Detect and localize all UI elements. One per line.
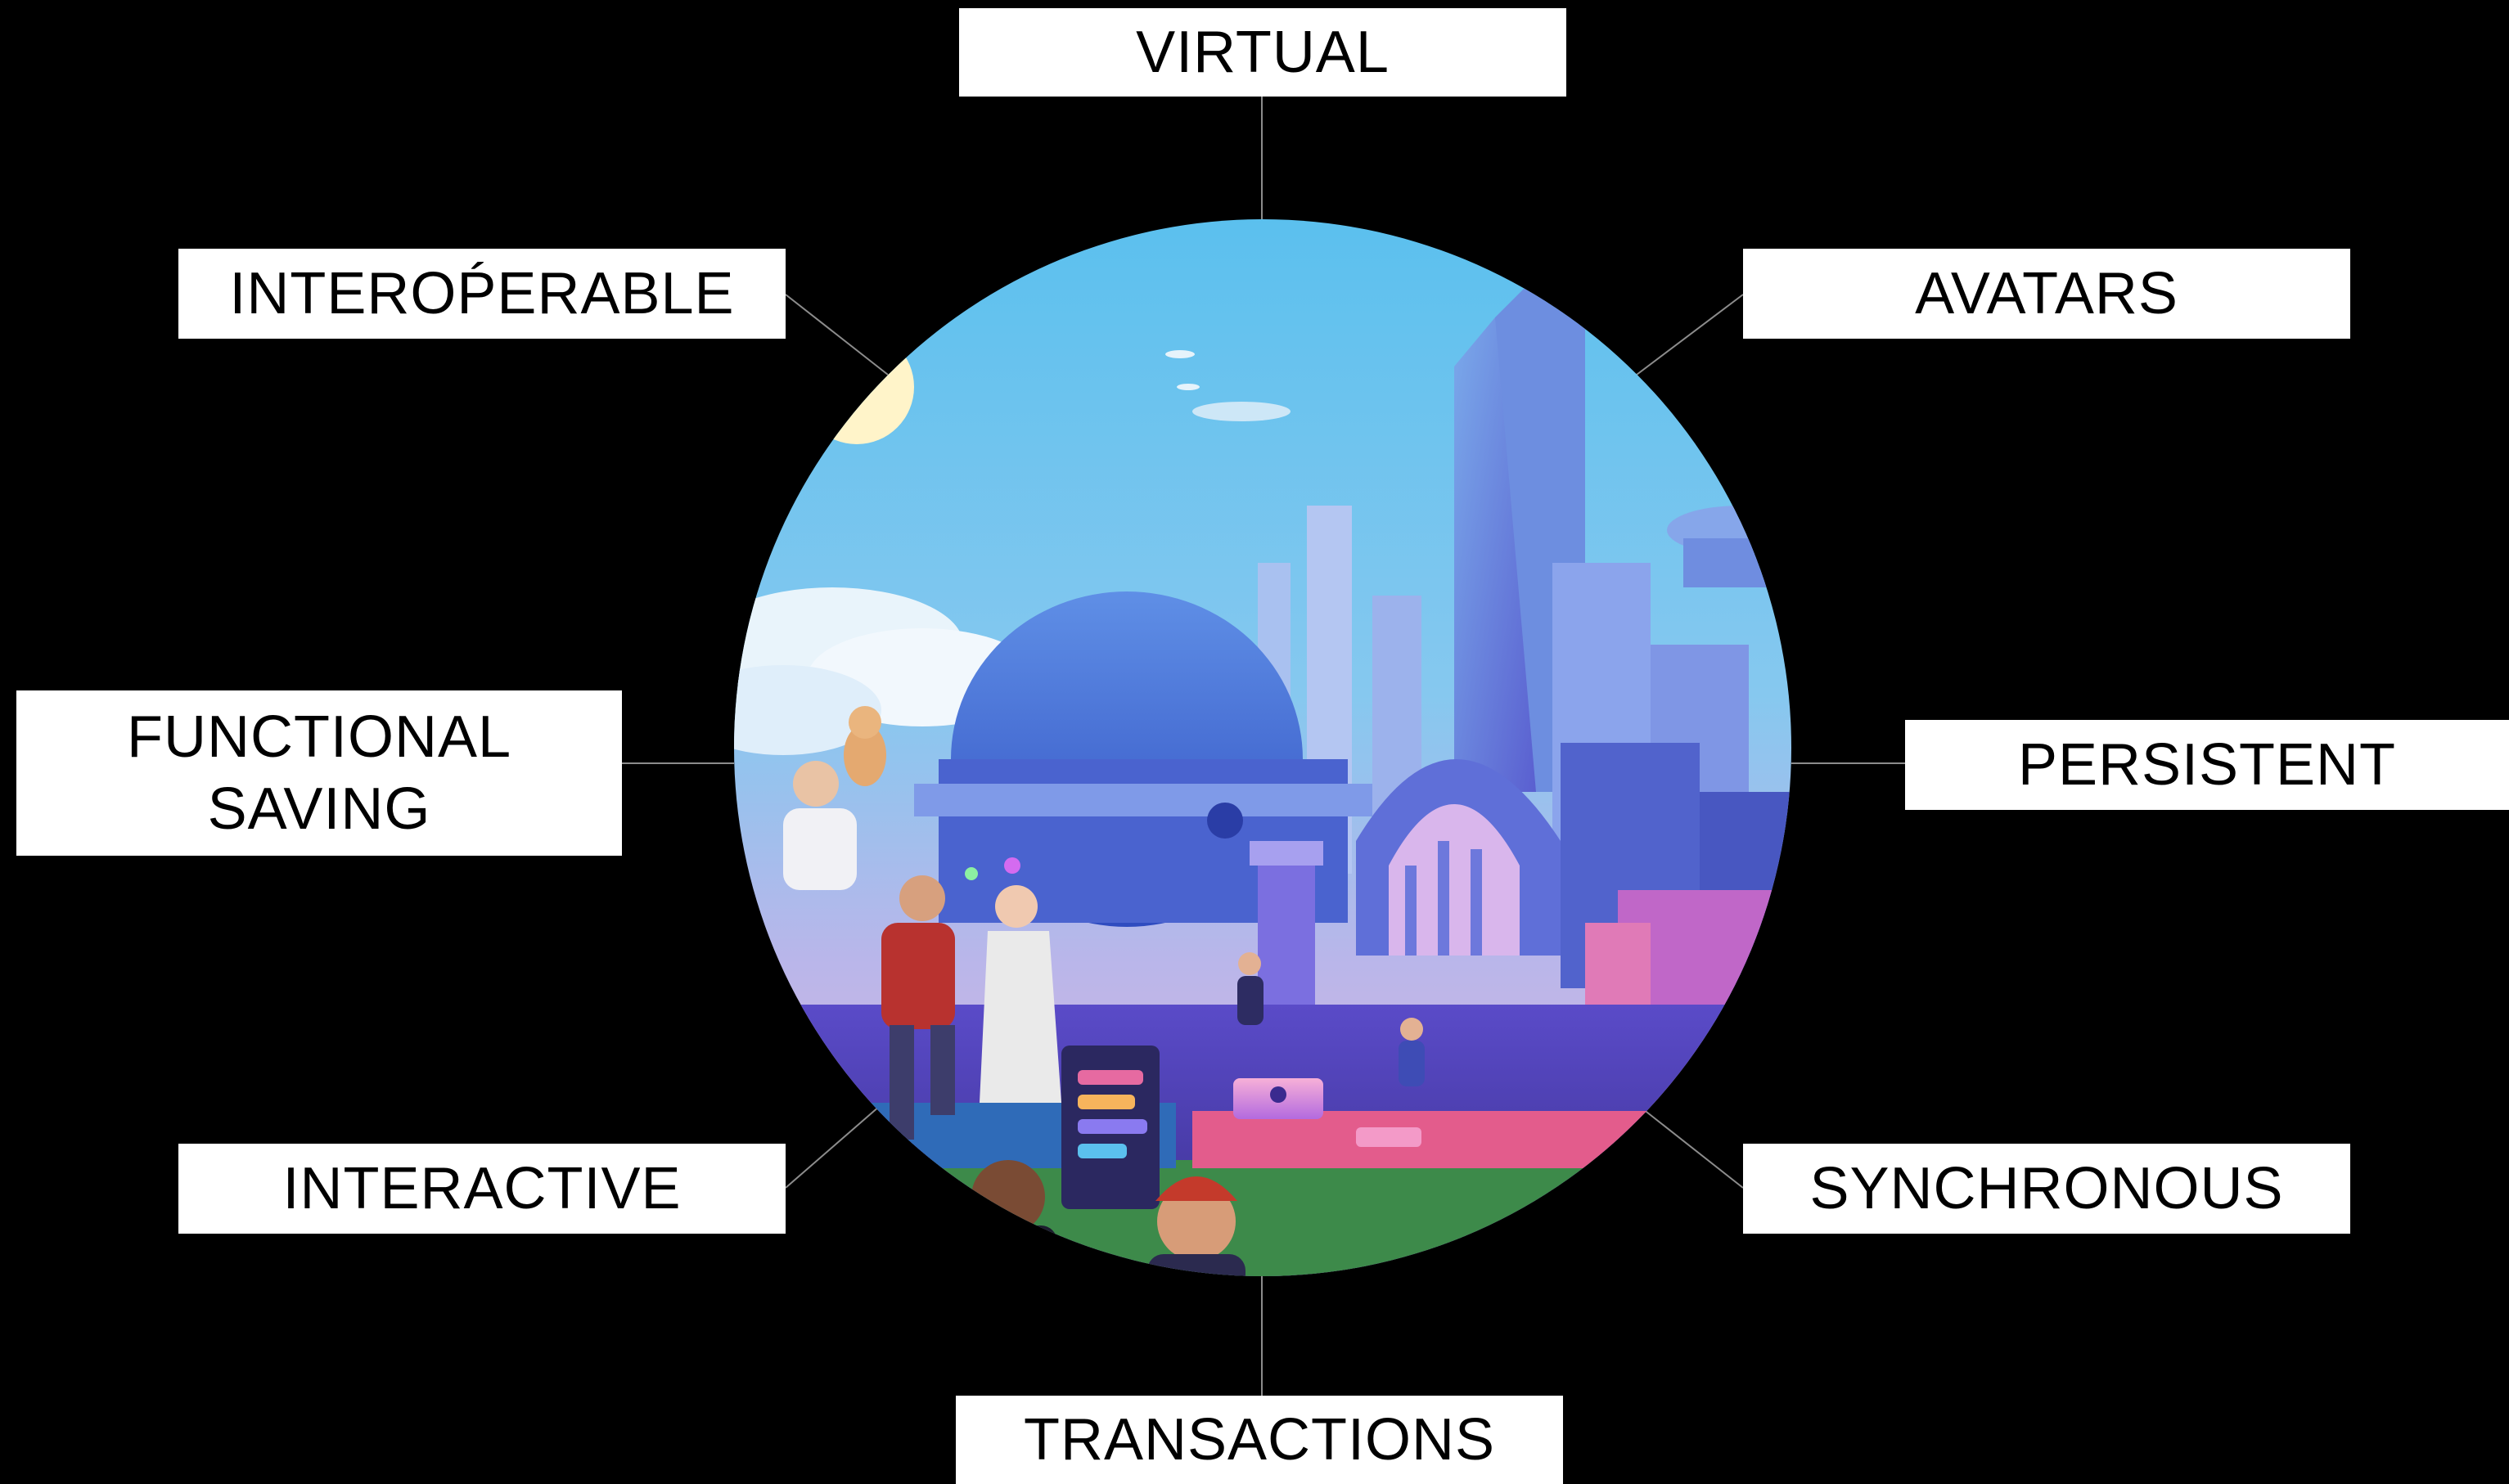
label-avatars-text: AVATARS: [1915, 261, 2178, 326]
label-synchronous: SYNCHRONOUS: [1743, 1144, 2350, 1234]
label-interactive: INTERACTIVE: [178, 1144, 786, 1234]
label-interactive-text: INTERACTIVE: [282, 1156, 682, 1221]
connector-avatars: [1636, 294, 1744, 375]
label-transactions-text: TRANSACTIONS: [1023, 1407, 1496, 1473]
label-functional-saving-line1: FUNCTIONAL: [126, 704, 512, 770]
label-virtual: VIRTUAL: [959, 8, 1566, 97]
connector-synchronous: [1638, 1105, 1744, 1189]
label-persistent: PERSISTENT: [1905, 720, 2509, 810]
airship-icon: [1192, 402, 1291, 421]
label-synchronous-text: SYNCHRONOUS: [1809, 1156, 2284, 1221]
label-interoperable: INTEROṔERABLE: [178, 249, 786, 339]
label-persistent-text: PERSISTENT: [2017, 732, 2397, 798]
label-virtual-text: VIRTUAL: [1136, 20, 1390, 85]
label-avatars: AVATARS: [1743, 249, 2350, 339]
label-interoperable-text: INTEROṔERABLE: [229, 261, 735, 326]
metaverse-city-illustration: [734, 219, 1791, 1276]
connector-interoperable: [785, 294, 889, 375]
label-functional-saving-line2: SAVING: [207, 776, 431, 842]
connector-interactive: [785, 1105, 881, 1189]
sun-icon: [800, 330, 914, 444]
label-functional-saving: FUNCTIONAL SAVING: [16, 690, 622, 856]
label-transactions: TRANSACTIONS: [956, 1396, 1563, 1484]
